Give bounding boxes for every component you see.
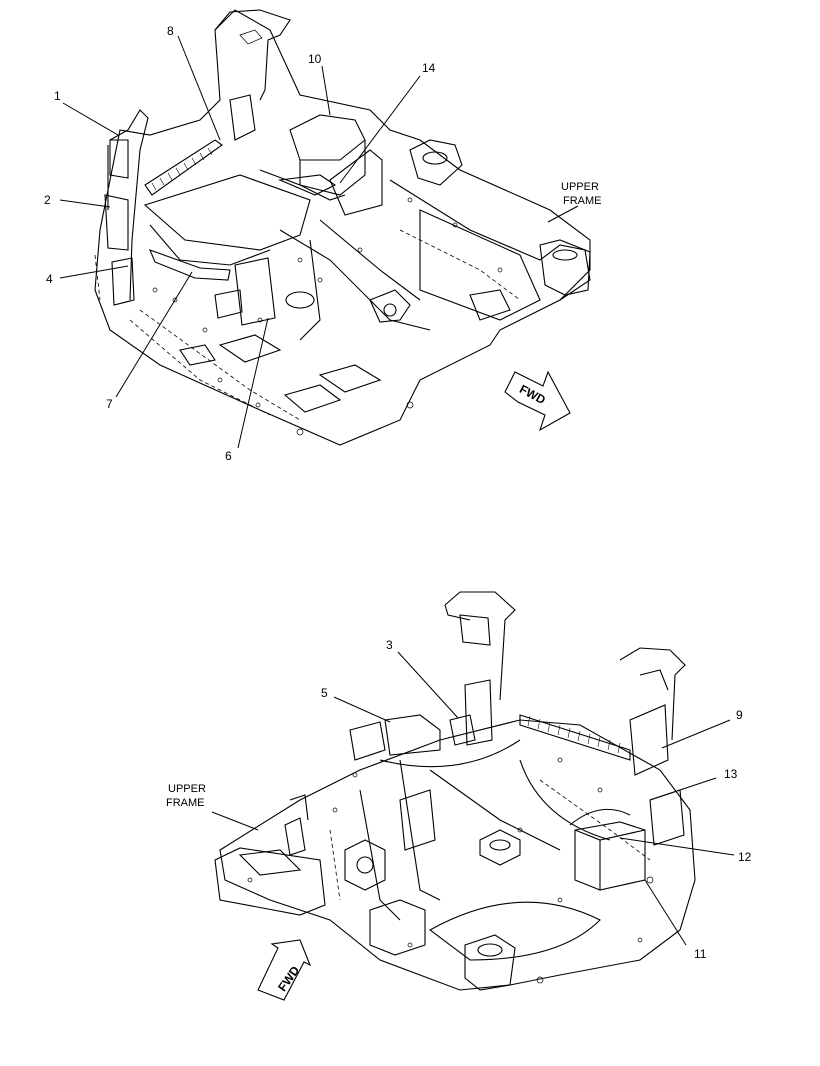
callout-7: 7 (106, 397, 113, 411)
callout-10: 10 (308, 52, 322, 66)
upper-frame-note-line2: FRAME (563, 195, 602, 207)
top-view-labels: 1 2 4 7 6 8 10 14 UPPER FRAME (44, 24, 602, 463)
callout-1: 1 (54, 89, 61, 103)
bottom-view-leaders (211, 651, 735, 946)
upper-frame-note-bottom-line1: UPPER (168, 783, 206, 795)
upper-frame-note-line1: UPPER (561, 181, 599, 193)
callout-2: 2 (44, 193, 51, 207)
callout-13: 13 (724, 767, 738, 781)
callout-9: 9 (736, 708, 743, 722)
callout-12: 12 (738, 850, 752, 864)
callout-5: 5 (321, 686, 328, 700)
top-view-leaders (59, 35, 579, 449)
fwd-arrow-top: FWD (504, 370, 571, 432)
upper-frame-note-bottom-line2: FRAME (166, 797, 205, 809)
bottom-view-labels: 3 5 9 13 12 11 UPPER FRAME (166, 638, 752, 961)
top-view-frame-drawing (94, 9, 591, 446)
callout-6: 6 (225, 449, 232, 463)
callout-4: 4 (46, 272, 53, 286)
fwd-arrow-bottom: FWD (257, 939, 312, 1001)
callout-11: 11 (694, 947, 707, 961)
callout-8: 8 (167, 24, 174, 38)
callout-3: 3 (386, 638, 393, 652)
bottom-view-frame-drawing (214, 591, 696, 991)
callout-14: 14 (422, 61, 436, 75)
